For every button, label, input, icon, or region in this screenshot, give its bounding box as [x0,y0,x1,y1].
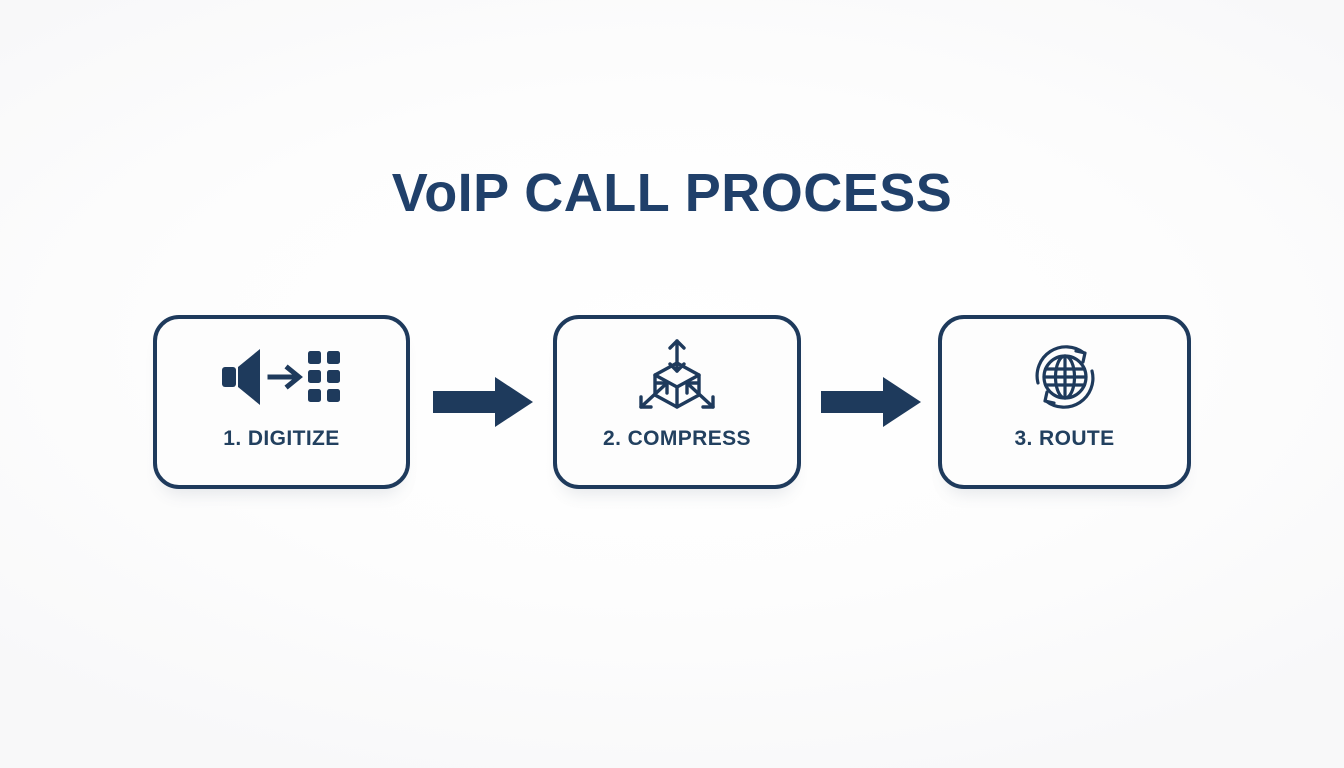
flow-connector-2 [821,377,921,427]
process-flow: 1. DIGITIZE [153,315,1191,490]
step-card-compress[interactable]: 2. COMPRESS [553,315,801,489]
cube-compress-icon [631,339,723,413]
globe-sync-icon [1022,341,1108,413]
step-card-route[interactable]: 3. ROUTE [938,315,1191,489]
flow-connector-1 [433,377,533,427]
step-label: 2. COMPRESS [603,427,751,450]
step-label: 1. DIGITIZE [223,427,340,450]
speaker-to-bits-icon [220,341,344,413]
step-label: 3. ROUTE [1014,427,1115,450]
step-card-digitize[interactable]: 1. DIGITIZE [153,315,410,489]
page-title: VoIP CALL PROCESS [391,163,953,223]
arrow-right-icon [821,377,921,427]
arrow-right-icon [433,377,533,427]
